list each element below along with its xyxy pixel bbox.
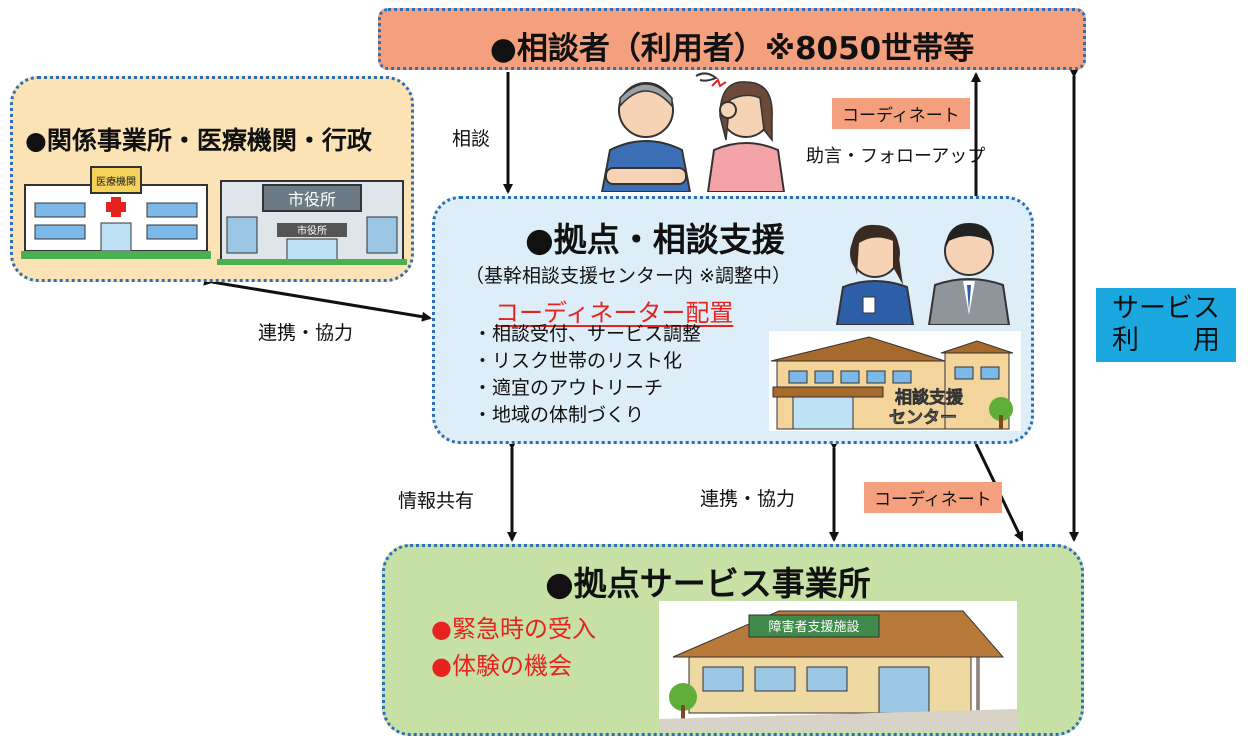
hub-task-list: ・相談受付、サービス調整 ・リスク世帯のリスト化 ・適宜のアウトリーチ ・地域の… bbox=[473, 321, 701, 429]
center-building-label-2: センター bbox=[889, 408, 957, 428]
consultation-center-illustration: 相談支援 センター bbox=[769, 331, 1021, 431]
consultee-title: ●相談者（利用者）※8050世帯等 bbox=[489, 31, 975, 67]
consultee-people-illustration bbox=[600, 72, 786, 192]
consult-label: 相談 bbox=[452, 128, 491, 150]
hub-consultation-subtitle: （基幹相談支援センター内 ※調整中） bbox=[465, 265, 791, 287]
service-feature-item: ●緊急時の受入 bbox=[431, 615, 596, 643]
service-use-line1: サービス bbox=[1112, 293, 1220, 324]
hub-task-item: ・適宜のアウトリーチ bbox=[473, 377, 664, 399]
coordinate-bottom-label: コーディネート bbox=[864, 482, 1002, 513]
hospital-illustration: 医療機関 bbox=[21, 166, 211, 259]
service-feature-item: ●体験の機会 bbox=[431, 652, 572, 680]
arrow-renkei-left bbox=[203, 275, 432, 322]
center-building-label-1: 相談支援 bbox=[895, 387, 964, 408]
staff-illustration bbox=[835, 223, 1011, 325]
consultee-box: ●相談者（利用者）※8050世帯等 bbox=[378, 8, 1086, 70]
city-hall-subsign: 市役所 bbox=[297, 224, 327, 237]
hub-service-office-title: ●拠点サービス事業所 bbox=[545, 564, 871, 603]
related-offices-box: ●関係事業所・医療機関・行政 医療機関 市役所 市役所 bbox=[10, 76, 414, 282]
info-share-label: 情報共有 bbox=[398, 490, 475, 512]
renkei-bottom-label: 連携・協力 bbox=[700, 488, 796, 510]
hub-consultation-box: ●拠点・相談支援 （基幹相談支援センター内 ※調整中） コーディネーター配置 ・… bbox=[432, 196, 1034, 444]
hub-consultation-title: ●拠点・相談支援 bbox=[525, 220, 785, 259]
service-feature-list: ●緊急時の受入 ●体験の機会 bbox=[431, 611, 596, 685]
renkei-left-label: 連携・協力 bbox=[258, 322, 354, 344]
hub-task-item: ・リスク世帯のリスト化 bbox=[473, 350, 683, 372]
hub-service-office-box: ●拠点サービス事業所 ●緊急時の受入 ●体験の機会 障害者支援施設 bbox=[382, 544, 1084, 736]
city-hall-illustration: 市役所 市役所 bbox=[217, 180, 407, 265]
service-use-line2: 利 用 bbox=[1112, 325, 1220, 356]
related-offices-title: ●関係事業所・医療機関・行政 bbox=[25, 126, 372, 155]
advice-label: 助言・フォローアップ bbox=[806, 146, 986, 167]
city-hall-sign: 市役所 bbox=[288, 190, 336, 209]
service-use-box: サービス 利 用 bbox=[1096, 288, 1236, 362]
hospital-sign: 医療機関 bbox=[96, 175, 136, 188]
facility-sign: 障害者支援施設 bbox=[768, 619, 859, 635]
support-facility-illustration: 障害者支援施設 bbox=[659, 601, 1017, 731]
hub-task-item: ・地域の体制づくり bbox=[473, 404, 645, 426]
coordinate-top-label: コーディネート bbox=[832, 98, 970, 129]
coordinator-placement: コーディネーター配置 bbox=[495, 299, 734, 327]
hub-task-item: ・相談受付、サービス調整 bbox=[473, 323, 702, 345]
